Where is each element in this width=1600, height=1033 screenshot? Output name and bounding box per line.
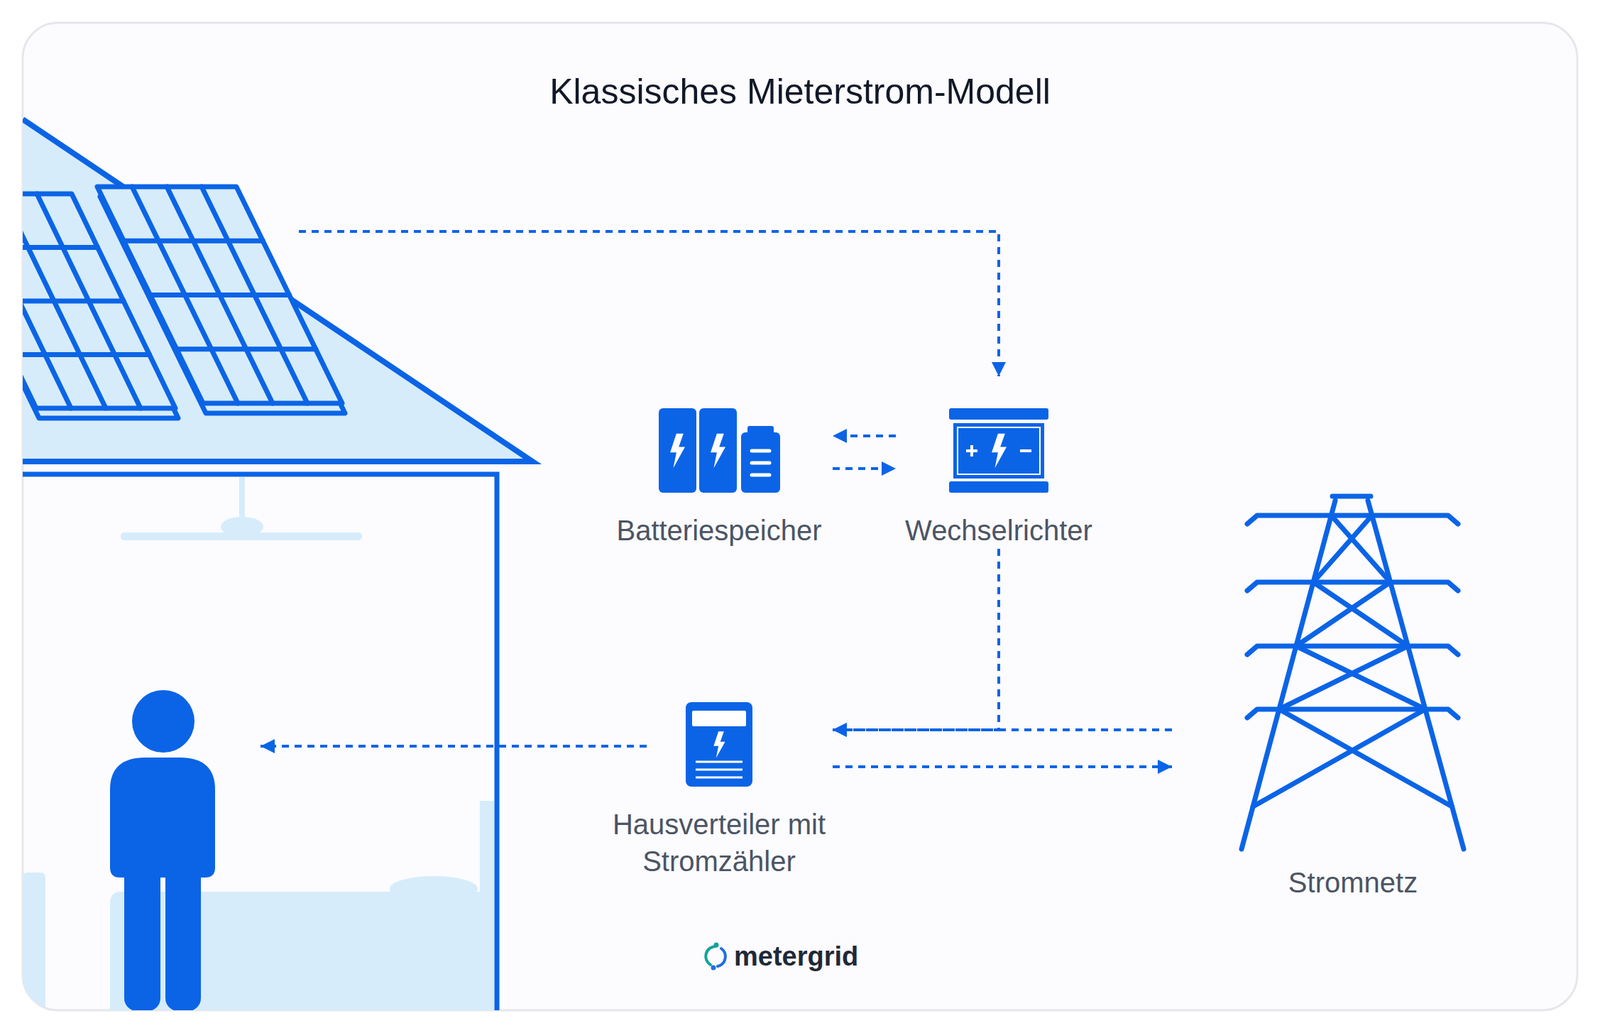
brand-logo-mark <box>705 942 726 971</box>
person-leg <box>124 851 161 1011</box>
flow-connector <box>832 467 896 470</box>
pylon-strut <box>1241 500 1336 849</box>
inverter-inner <box>957 427 1040 475</box>
battery-storage-node: Batteriespeicher <box>605 408 833 549</box>
distribution-meter-node: Hausverteiler mit Stromzähler <box>605 702 833 880</box>
fan-blades <box>120 532 363 541</box>
bolt-symbol <box>991 433 1007 468</box>
pylon-strut <box>1313 515 1373 583</box>
flow-connector <box>832 728 1172 732</box>
battery-level <box>751 473 770 478</box>
meter-display <box>692 710 747 727</box>
person-head <box>132 689 195 753</box>
battery-cell <box>699 408 737 493</box>
pylon-strut <box>1252 709 1426 807</box>
house-wall <box>22 474 497 1011</box>
bed-pillow <box>389 875 478 902</box>
diagram-title: Klassisches Mieterstrom-Modell <box>0 69 1600 114</box>
bolt-symbol <box>713 731 725 758</box>
inverter-node: Wechselrichter <box>895 408 1102 549</box>
logo-dot <box>714 942 720 948</box>
meter-body <box>685 702 753 787</box>
person-leg <box>165 851 201 1011</box>
inverter-icon <box>949 408 1049 493</box>
node-icon <box>685 702 753 787</box>
logo-dot <box>711 965 717 971</box>
power-grid-node: Stromnetz <box>1171 489 1534 901</box>
solar-feed-arrow <box>298 231 999 377</box>
minus-symbol <box>1020 449 1032 453</box>
pylon-strut <box>1247 515 1459 524</box>
brand-logo-text: metergrid <box>733 938 859 974</box>
node-label: Wechselrichter <box>895 511 1102 549</box>
battery-level <box>751 461 770 465</box>
meter-line <box>695 760 743 764</box>
meter-icon <box>685 702 753 787</box>
ceiling-fan <box>120 477 363 541</box>
bolt-symbol <box>670 433 686 468</box>
pylon-strut <box>1247 582 1459 591</box>
panel-grid <box>123 186 316 404</box>
pylon-strut <box>1313 582 1408 646</box>
pylon-strut <box>1296 645 1426 710</box>
inverter-top <box>949 408 1049 420</box>
card-background <box>22 22 1578 1011</box>
flow-connector <box>832 548 999 730</box>
bolt-symbol <box>710 433 726 468</box>
flow-connector <box>832 765 1172 769</box>
tower-icon <box>1241 496 1464 849</box>
pylon-strut <box>1367 500 1464 849</box>
node-label: Batteriespeicher <box>605 511 833 549</box>
meter-line <box>695 776 743 779</box>
logo-arc <box>705 946 716 965</box>
inverter-body <box>953 423 1045 479</box>
pylon-strut <box>1247 645 1459 655</box>
battery-cell <box>658 408 697 493</box>
battery-cell <box>741 432 781 493</box>
solar-panel <box>97 186 345 414</box>
node-icon <box>1235 489 1471 854</box>
bed-post <box>479 800 495 1011</box>
tenant-supply-arrow <box>260 744 647 748</box>
pylon-frame <box>1241 496 1464 849</box>
house-illustration <box>22 119 533 1011</box>
bed-headboard <box>22 872 46 1011</box>
battery-level <box>751 449 770 453</box>
node-icon <box>949 408 1049 493</box>
person-figure <box>110 689 216 1011</box>
pylon-strut <box>1279 709 1453 807</box>
logo-arc <box>717 948 726 967</box>
pylon-strut <box>1332 494 1371 500</box>
panel-face <box>97 186 343 404</box>
meter-line <box>695 768 743 771</box>
node-icon <box>658 408 781 493</box>
fan-stem <box>239 477 245 517</box>
battery-icon <box>658 408 781 493</box>
inverter-base <box>949 481 1049 493</box>
plus-symbol <box>966 445 978 457</box>
node-label: Stromnetz <box>1171 863 1534 901</box>
pylon-strut <box>1296 582 1391 646</box>
pylon-strut <box>1279 645 1408 710</box>
flow-connector <box>832 434 896 438</box>
bed <box>22 800 495 1011</box>
node-label: Hausverteiler mit Stromzähler <box>605 805 833 880</box>
